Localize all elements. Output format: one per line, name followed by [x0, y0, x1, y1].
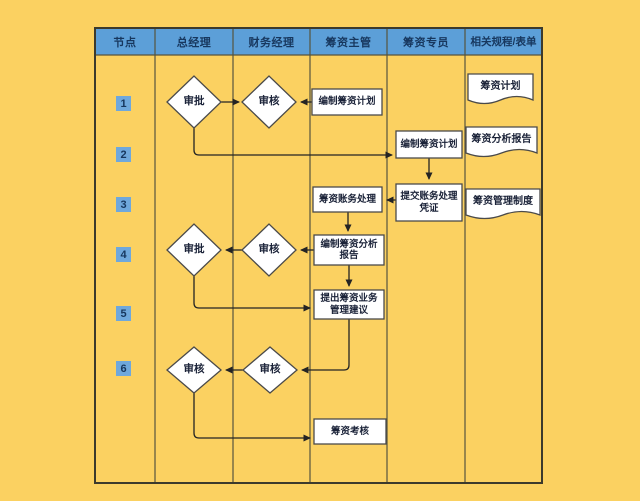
process-financing-assessment [313, 418, 387, 445]
diamond-label-review-row6-gm: 审核 [183, 363, 205, 376]
process-label-submit-voucher: 提交账务处理 凭证 [400, 191, 458, 214]
diamond-review-row6-gm [165, 346, 223, 394]
process-submit-voucher [395, 183, 463, 222]
diamond-label-review-row6-fm: 审核 [259, 363, 281, 376]
process-prepare-analysis-report [313, 234, 385, 266]
process-label-prepare-plan-supervisor: 编制筹资计划 [318, 96, 376, 108]
document-label-financing-plan: 筹资计划 [480, 81, 521, 93]
table-outer-border [94, 27, 543, 484]
diamond-label-review-row1: 审核 [258, 95, 280, 108]
document-analysis-report [465, 126, 538, 158]
column-header-finance-manager: 财务经理 [248, 36, 295, 49]
process-financing-accounting [312, 186, 383, 213]
diamond-approve-row1 [166, 75, 222, 129]
document-management-system [465, 188, 541, 220]
connector-approve1-to-specialist-plan [193, 128, 393, 159]
process-label-prepare-plan-specialist: 编制筹资计划 [400, 138, 458, 150]
document-label-management-system: 筹资管理制度 [473, 196, 533, 208]
diamond-label-review-row4: 审核 [258, 243, 280, 256]
column-header-node: 节点 [113, 36, 137, 49]
header-band [95, 28, 542, 55]
diamond-review-row6-fm [241, 346, 299, 394]
column-header-related-procedures: 相关规程/表单 [470, 36, 537, 48]
process-prepare-plan-supervisor [311, 88, 383, 116]
process-label-prepare-analysis-report: 编制筹资分析 报告 [320, 238, 378, 262]
process-label-management-proposal: 提出筹资业务 管理建议 [320, 293, 378, 316]
connector-approve2-to-proposal [193, 276, 311, 312]
row-badge-1: 1 [116, 96, 131, 111]
column-header-general-manager: 总经理 [176, 36, 212, 49]
table-grid [94, 27, 543, 484]
row-badge-2: 2 [116, 147, 131, 162]
connector-review4-to-assessment [193, 393, 311, 442]
process-label-financing-assessment: 筹资考核 [330, 425, 369, 437]
diamond-approve-row4 [166, 223, 222, 277]
process-management-proposal [313, 289, 385, 320]
connector-proposal-to-review3 [301, 319, 350, 374]
row-badge-3: 3 [116, 197, 131, 212]
row-badge-4: 4 [116, 247, 131, 262]
diamond-label-approve-row4: 审批 [183, 243, 205, 256]
diamond-label-approve-row1: 审批 [183, 95, 205, 108]
document-label-analysis-report: 筹资分析报告 [471, 134, 532, 146]
process-label-financing-accounting: 筹资账务处理 [318, 193, 376, 205]
process-prepare-plan-specialist [395, 130, 463, 159]
column-header-financing-supervisor: 筹资主管 [325, 36, 372, 49]
connectors [193, 98, 433, 442]
diamond-review-row4 [241, 223, 297, 277]
diamond-review-row1 [241, 75, 297, 129]
row-badge-5: 5 [116, 306, 131, 321]
document-financing-plan [467, 73, 534, 105]
column-header-financing-specialist: 筹资专员 [403, 36, 449, 49]
shapes [165, 73, 541, 445]
row-badge-6: 6 [116, 361, 131, 376]
